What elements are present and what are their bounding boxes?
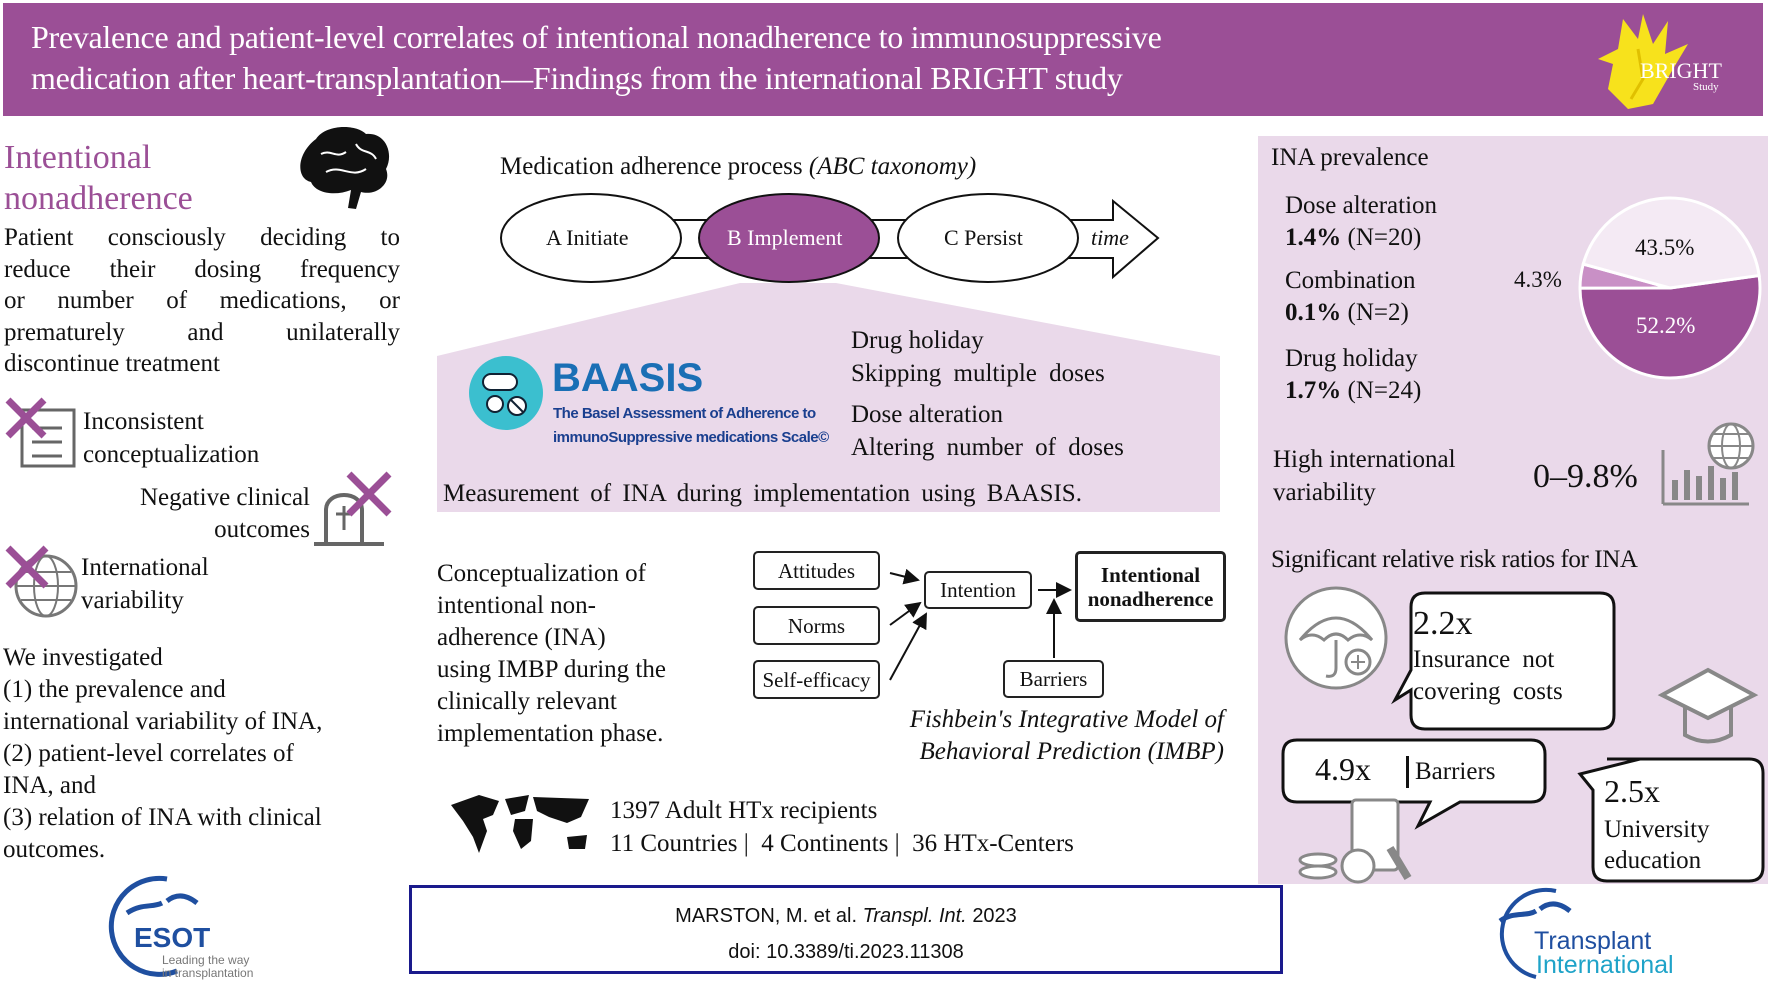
baasis-panel bbox=[437, 356, 1220, 512]
transplant-international-logo bbox=[1498, 887, 1572, 979]
esot-tagline-2: in transplantation bbox=[162, 966, 254, 980]
drug-holiday-label: Drug holiday bbox=[851, 327, 984, 354]
risk-label-insurance-2: covering costs bbox=[1413, 678, 1563, 705]
bright-logo bbox=[1598, 14, 1688, 109]
globe-crossed-icon bbox=[5, 545, 78, 618]
pie-slice-dose-alteration bbox=[1581, 196, 1761, 290]
combination-item: Combination bbox=[1285, 267, 1416, 294]
citation-doi[interactable]: doi: 10.3389/ti.2023.11308 bbox=[728, 941, 964, 963]
imbp-caption-1: Fishbein's Integrative Model of bbox=[909, 706, 1224, 733]
step-a-label[interactable]: A Initiate bbox=[546, 225, 629, 250]
process-title: Medication adherence process (ABC taxono… bbox=[500, 153, 977, 180]
risk-label-barriers: Barriers bbox=[1406, 756, 1496, 788]
implementation-trapezoid bbox=[437, 283, 1220, 356]
aim-line: international variability of INA, bbox=[3, 708, 323, 735]
risk-ratio-insurance: 2.2x bbox=[1413, 605, 1473, 642]
dose-alteration-desc: Altering number of doses bbox=[851, 434, 1124, 461]
barriers-box: Barriers bbox=[1003, 660, 1104, 698]
variability-label-1: High international bbox=[1273, 446, 1456, 473]
step-c-ellipse bbox=[897, 193, 1079, 283]
issue-1-line-2: conceptualization bbox=[83, 441, 260, 468]
pie-label-combination: 4.3% bbox=[1514, 267, 1562, 292]
issue-3-line-2: variability bbox=[81, 587, 184, 614]
title-line-2: medication after heart-transplantation—F… bbox=[31, 60, 1123, 96]
checklist-crossed-icon bbox=[5, 397, 76, 468]
attitudes-box: Attitudes bbox=[753, 551, 880, 590]
esot-logo-text: ESOT bbox=[134, 922, 211, 953]
intention-box: Intention bbox=[924, 571, 1032, 609]
aim-line: outcomes. bbox=[3, 836, 106, 863]
baasis-subtitle-1: The Basel Assessment of Adherence to bbox=[553, 405, 816, 422]
esot-logo bbox=[108, 875, 199, 977]
drug-holiday-item: Drug holiday bbox=[1285, 345, 1418, 372]
norms-box: Norms bbox=[753, 606, 880, 645]
risk-label-insurance-1: Insurance not bbox=[1413, 646, 1555, 673]
bright-logo-text: BRIGHT bbox=[1640, 58, 1722, 83]
issue-1-line-1: Inconsistent bbox=[83, 408, 204, 435]
aim-line: (2) patient-level correlates of bbox=[3, 740, 294, 767]
step-b-ellipse bbox=[698, 193, 880, 283]
combination-value: 0.1% (N=2) bbox=[1285, 299, 1409, 326]
step-b-label[interactable]: B Implement bbox=[727, 225, 843, 250]
time-label: time bbox=[1091, 225, 1129, 250]
ti-logo-text-1: Transplant bbox=[1534, 927, 1652, 955]
ti-logo-text-2: International bbox=[1536, 951, 1674, 979]
self-efficacy-box: Self-efficacy bbox=[753, 660, 880, 699]
issue-2-line-1: Negative clinical bbox=[139, 484, 310, 511]
heading-nonadherence: nonadherence bbox=[4, 180, 193, 217]
header-banner: Prevalence and patient-level correlates … bbox=[3, 3, 1763, 116]
arrow-selfefficacy-intention bbox=[889, 612, 927, 681]
sample-size: 1397 Adult HTx recipients bbox=[610, 797, 878, 824]
sample-countries: 11 Countries | 4 Continents | 36 HTx-Cen… bbox=[610, 830, 1074, 857]
pie-label-dose-alteration: 43.5% bbox=[1635, 235, 1695, 260]
brain-icon bbox=[300, 127, 390, 209]
citation-line: MARSTON, M. et al. Transpl. Int. 2023 bbox=[675, 905, 1017, 927]
risk-title: Significant relative risk ratios for INA bbox=[1271, 546, 1638, 573]
bright-logo-sub: Study bbox=[1693, 81, 1719, 93]
step-c-label[interactable]: C Persist bbox=[944, 225, 1023, 250]
title-line-1: Prevalence and patient-level correlates … bbox=[31, 19, 1162, 55]
aim-line: (1) the prevalence and bbox=[3, 676, 226, 703]
pie-slice-drug-holiday bbox=[1578, 273, 1762, 380]
imbp-caption-2: Behavioral Prediction (IMBP) bbox=[919, 738, 1224, 765]
esot-tagline-1: Leading the way bbox=[162, 953, 250, 967]
globe-bar-chart-icon bbox=[1661, 422, 1755, 506]
dose-alteration-label: Dose alteration bbox=[851, 401, 1004, 428]
world-map-icon bbox=[451, 795, 589, 853]
prevalence-title: INA prevalence bbox=[1271, 144, 1429, 171]
dose-alteration-item: Dose alteration bbox=[1285, 192, 1438, 219]
citation-box: MARSTON, M. et al. Transpl. Int. 2023 do… bbox=[409, 885, 1283, 974]
measurement-text: Measurement of INA during implementation… bbox=[443, 480, 1082, 507]
arrow-attitudes-intention bbox=[889, 568, 920, 585]
risk-label-education-1: University bbox=[1604, 816, 1710, 843]
risk-label-education-2: education bbox=[1604, 847, 1702, 874]
aim-line: INA, and bbox=[3, 772, 97, 799]
issue-2-line-2: outcomes bbox=[214, 516, 310, 543]
arrow-norms-intention bbox=[889, 601, 922, 626]
drug-holiday-desc: Skipping multiple doses bbox=[851, 360, 1105, 387]
aims-title: We investigated bbox=[3, 644, 163, 671]
prevalence-pie-chart bbox=[1578, 196, 1762, 380]
step-a-ellipse bbox=[500, 193, 682, 283]
baasis-pill-icon bbox=[469, 356, 543, 430]
pie-label-drug-holiday: 52.2% bbox=[1636, 313, 1696, 338]
risk-ratio-barriers: 4.9x bbox=[1315, 751, 1371, 787]
baasis-subtitle-2: immunoSuppressive medications Scale© bbox=[553, 429, 829, 446]
gravestone-crossed-icon bbox=[314, 471, 392, 546]
dose-alteration-value: 1.4% (N=20) bbox=[1285, 224, 1422, 251]
variability-label-2: variability bbox=[1273, 479, 1376, 506]
drug-holiday-value: 1.7% (N=24) bbox=[1285, 377, 1422, 404]
baasis-title: BAASIS bbox=[552, 356, 704, 400]
issue-3-line-1: International bbox=[81, 554, 209, 581]
heading-intentional: Intentional bbox=[4, 139, 152, 176]
aim-line: (3) relation of INA with clinical bbox=[3, 804, 322, 831]
variability-range: 0–9.8% bbox=[1533, 458, 1638, 495]
risk-ratio-education: 2.5x bbox=[1604, 773, 1660, 809]
